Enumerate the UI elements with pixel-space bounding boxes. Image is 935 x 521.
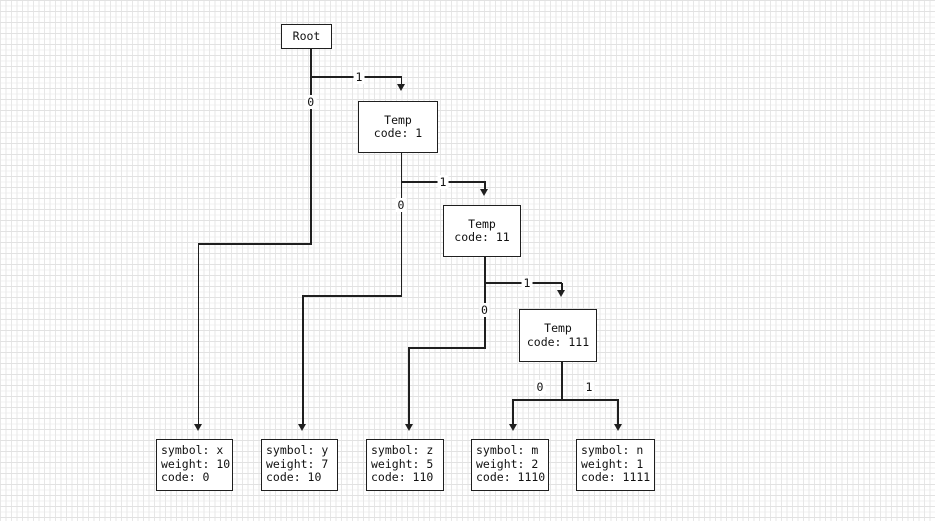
node-temp-111-code: code: 111 bbox=[526, 334, 590, 349]
edge-temp1-main-vline bbox=[400, 153, 403, 297]
edge-label-root-1: 1 bbox=[353, 69, 365, 84]
edge-label-temp1-0: 0 bbox=[395, 197, 407, 212]
node-temp-111: Temp code: 111 bbox=[519, 309, 597, 362]
node-temp-1-code: code: 1 bbox=[373, 126, 423, 140]
edge-label-temp1-1: 1 bbox=[437, 174, 449, 189]
edge-root-1-stem bbox=[400, 77, 403, 85]
leaf-z-symbol: symbol: z bbox=[371, 443, 434, 457]
leaf-m-weight: weight: 2 bbox=[476, 456, 539, 471]
edge-temp1-0-vline bbox=[302, 296, 304, 425]
node-temp-1-title: Temp bbox=[384, 112, 412, 127]
edge-temp1-0-hline bbox=[302, 295, 402, 297]
leaf-y-code: code: 10 bbox=[266, 470, 322, 484]
edge-label-temp11-1: 1 bbox=[521, 275, 533, 290]
edge-temp111-t-hline bbox=[512, 399, 619, 401]
node-temp-11-title: Temp bbox=[468, 216, 496, 231]
edge-temp1-1-stem bbox=[484, 182, 486, 190]
leaf-y-weight: weight: 7 bbox=[266, 456, 329, 471]
edge-temp111-main-vline bbox=[561, 362, 563, 401]
edge-root-0-vline bbox=[197, 244, 199, 425]
leaf-n-code: code: 1111 bbox=[581, 470, 651, 484]
edge-temp111-0-vline bbox=[512, 400, 514, 425]
leaf-m-symbol: symbol: m bbox=[476, 443, 539, 457]
leaf-y-symbol: symbol: y bbox=[266, 443, 329, 457]
edge-temp11-0-vline bbox=[408, 348, 410, 425]
arrowhead-into-leaf-x bbox=[193, 424, 202, 431]
edge-label-root-0: 0 bbox=[305, 94, 317, 109]
node-leaf-n: symbol: n weight: 1 code: 1111 bbox=[576, 439, 655, 491]
leaf-n-symbol: symbol: n bbox=[581, 443, 644, 457]
edge-temp11-1-stem bbox=[561, 283, 563, 291]
edge-label-temp111-0: 0 bbox=[534, 380, 546, 394]
leaf-n-weight: weight: 1 bbox=[581, 456, 644, 471]
edge-temp11-0-hline bbox=[408, 347, 486, 349]
arrowhead-into-leaf-y bbox=[298, 424, 307, 431]
node-leaf-x: symbol: x weight: 10 code: 0 bbox=[156, 439, 233, 491]
edge-temp111-1-vline bbox=[617, 400, 619, 425]
leaf-x-code: code: 0 bbox=[161, 470, 210, 484]
leaf-z-code: code: 110 bbox=[371, 470, 434, 484]
node-leaf-z: symbol: z weight: 5 code: 110 bbox=[366, 439, 444, 491]
node-temp-11: Temp code: 11 bbox=[443, 205, 521, 257]
node-root-label: Root bbox=[292, 28, 321, 43]
node-temp-11-code: code: 11 bbox=[454, 230, 510, 244]
edge-label-temp11-0: 0 bbox=[479, 302, 490, 317]
leaf-m-code: code: 1110 bbox=[476, 470, 546, 484]
arrowhead-into-leaf-z bbox=[404, 424, 413, 431]
arrowhead-into-leaf-m bbox=[508, 424, 517, 431]
arrowhead-into-temp1 bbox=[396, 84, 405, 91]
node-temp-111-title: Temp bbox=[544, 321, 572, 335]
arrowhead-into-leaf-n bbox=[613, 424, 622, 431]
leaf-x-symbol: symbol: x bbox=[161, 443, 224, 457]
node-leaf-y: symbol: y weight: 7 code: 10 bbox=[261, 439, 338, 491]
arrowhead-into-temp111 bbox=[557, 290, 565, 297]
edge-label-temp111-1: 1 bbox=[583, 380, 595, 394]
leaf-z-weight: weight: 5 bbox=[371, 456, 434, 471]
node-root: Root bbox=[281, 24, 332, 49]
node-temp-1: Temp code: 1 bbox=[358, 101, 438, 153]
node-leaf-m: symbol: m weight: 2 code: 1110 bbox=[471, 439, 549, 491]
arrowhead-into-temp11 bbox=[480, 189, 488, 196]
leaf-x-weight: weight: 10 bbox=[161, 456, 231, 471]
edge-root-main-vline bbox=[310, 49, 312, 244]
edge-root-0-hline bbox=[197, 243, 312, 245]
